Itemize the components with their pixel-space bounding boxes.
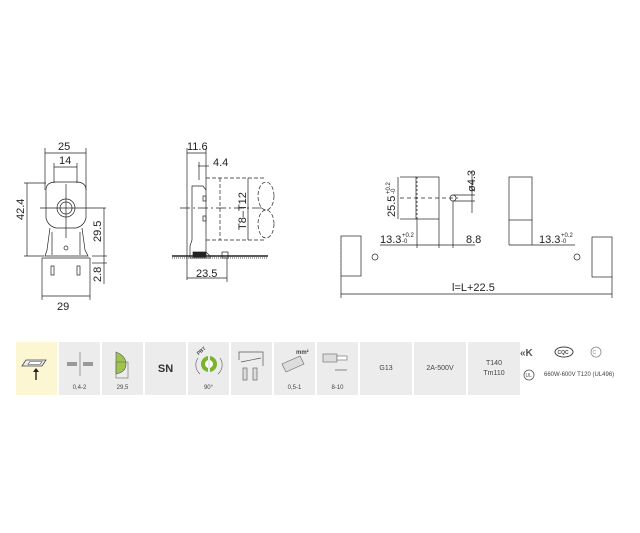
tol-plus: +0.2: [402, 233, 415, 239]
dim-base-depth: 23.5: [196, 268, 217, 280]
svg-text:CQC: CQC: [558, 350, 570, 356]
dim-mount-height: 25.5: [386, 196, 398, 217]
value2: Tm110: [483, 369, 505, 377]
sn-label: SN: [157, 362, 174, 375]
panel-mount-icon: [21, 359, 47, 380]
tol-minus: -0: [561, 239, 567, 245]
tol-plus: +0.2: [561, 233, 574, 239]
spec-base-type: G13: [360, 342, 412, 395]
dim-width-top: 25: [58, 141, 70, 153]
socket-height-icon: [115, 351, 129, 379]
spec-strip-length: 8-10: [317, 342, 358, 395]
dim-pin-length: 2.8: [92, 267, 104, 282]
spec-socket-height: 29,5: [102, 342, 143, 395]
dim-base-width: 29: [57, 301, 69, 313]
tol-minus: -0: [402, 239, 408, 245]
dim-height: 42.4: [15, 199, 27, 220]
ul-rating-text: 660W-600V T120 (UL496): [544, 372, 615, 378]
front-view: [24, 148, 107, 300]
spec-sn: SN: [145, 342, 186, 395]
tol-minus: -0: [391, 188, 397, 194]
dim-spacing-right: 13.3: [539, 234, 560, 246]
value: 90°: [203, 385, 214, 391]
spec-bar: 0,4-2 29,5 SN PBT 90° mm²: [16, 342, 520, 395]
value: 29,5: [116, 385, 129, 391]
spec-panel-thickness: 0,4-2: [59, 342, 100, 395]
svg-text:C: C: [593, 350, 597, 356]
value: 8-10: [331, 385, 344, 391]
push-wire-terminal-icon: [238, 351, 264, 381]
spec-panel-mount: [16, 342, 57, 395]
dim-center-height: 29.5: [92, 221, 104, 242]
certifications: «K CQC C UL 660W-600V T120 (UL496): [520, 342, 640, 395]
culus-mark-icon: UL: [523, 369, 535, 381]
technical-drawing: 25 14 42.4 29.5 2.8 29 11.6 4.4 T8–T12 2…: [15, 141, 613, 313]
pct-mark-icon: C: [590, 346, 602, 358]
dim-total-length: l=L+22.5: [452, 282, 495, 294]
rotor-pbt-icon: PBT: [195, 346, 223, 375]
value: T140: [486, 359, 502, 367]
dim-inner-width: 14: [59, 155, 71, 167]
value: 0,5-1: [287, 385, 302, 391]
svg-text:UL: UL: [526, 373, 533, 379]
dim-depth: 11.6: [187, 141, 208, 153]
dim-hole-offset: 8.8: [466, 234, 481, 246]
spec-rating: 2A-500V: [414, 342, 466, 395]
dim-hole-diameter: ø4.3: [466, 170, 478, 192]
svg-text:«K: «K: [520, 348, 534, 358]
value: G13: [379, 364, 393, 372]
dim-tube-type: T8–T12: [237, 192, 249, 230]
dim-offset: 4.4: [213, 157, 228, 169]
side-view: [172, 148, 275, 282]
enec-mark-icon: «K: [520, 348, 534, 358]
svg-text:PBT: PBT: [196, 346, 208, 357]
spec-wire-section: mm² 0,5-1: [274, 342, 315, 395]
value: 0,4-2: [72, 385, 87, 391]
tol-plus: +0.2: [386, 181, 392, 194]
svg-text:mm²: mm²: [296, 349, 309, 356]
wire-cross-section-icon: mm²: [281, 349, 309, 373]
cqc-mark-icon: CQC: [554, 346, 574, 358]
spec-rotor: PBT 90°: [188, 342, 229, 395]
panel-thickness-icon: [67, 352, 93, 376]
value: 2A-500V: [426, 364, 454, 372]
strip-length-icon: [322, 353, 348, 371]
spec-push-wire: [231, 342, 272, 395]
mounting-layout: [340, 172, 613, 298]
dim-spacing-left: 13.3: [380, 234, 401, 246]
